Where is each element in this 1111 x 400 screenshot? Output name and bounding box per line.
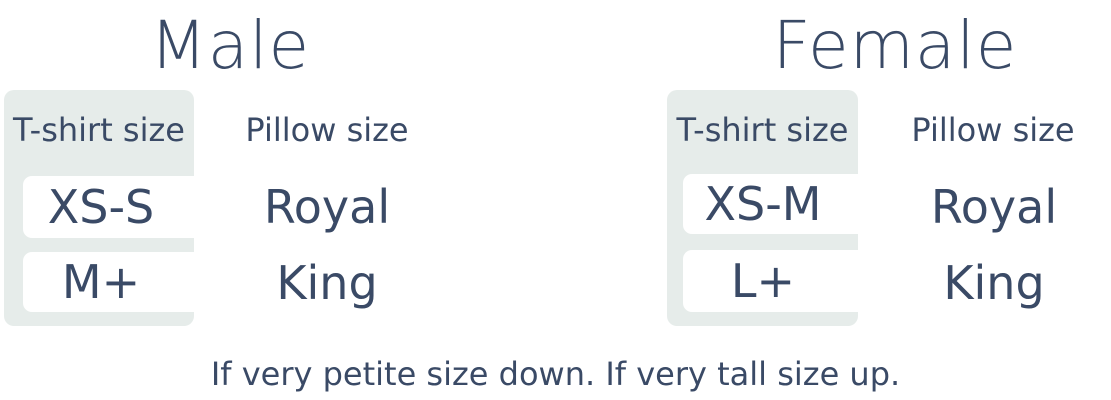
male-tshirt-column: T-shirt size XS-S M+	[4, 90, 194, 326]
female-pillow-value-2: King	[943, 256, 1045, 310]
male-tshirt-header: T-shirt size	[13, 111, 185, 149]
male-pillow-value-1: Royal	[263, 180, 391, 234]
female-tshirt-value-2: L+	[730, 254, 796, 308]
female-pillow-header: Pillow size	[911, 111, 1075, 149]
sizing-footnote: If very petite size down. If very tall s…	[210, 355, 901, 393]
male-pillow-header: Pillow size	[245, 111, 409, 149]
female-title: Female	[772, 7, 1018, 84]
female-tshirt-cell-2: L+	[683, 250, 858, 312]
female-tshirt-column: T-shirt size XS-M L+	[667, 90, 858, 326]
male-tshirt-cell-2: M+	[23, 252, 194, 312]
male-tshirt-cell-1: XS-S	[23, 176, 194, 238]
male-title: Male	[149, 7, 311, 84]
female-tshirt-value-1: XS-M	[704, 177, 822, 231]
female-tshirt-cell-1: XS-M	[683, 174, 858, 234]
male-tshirt-value-2: M+	[61, 255, 141, 309]
male-pillow-value-2: King	[276, 256, 378, 310]
male-tshirt-value-1: XS-S	[47, 180, 155, 234]
female-pillow-value-1: Royal	[930, 180, 1058, 234]
female-tshirt-header: T-shirt size	[676, 111, 849, 149]
